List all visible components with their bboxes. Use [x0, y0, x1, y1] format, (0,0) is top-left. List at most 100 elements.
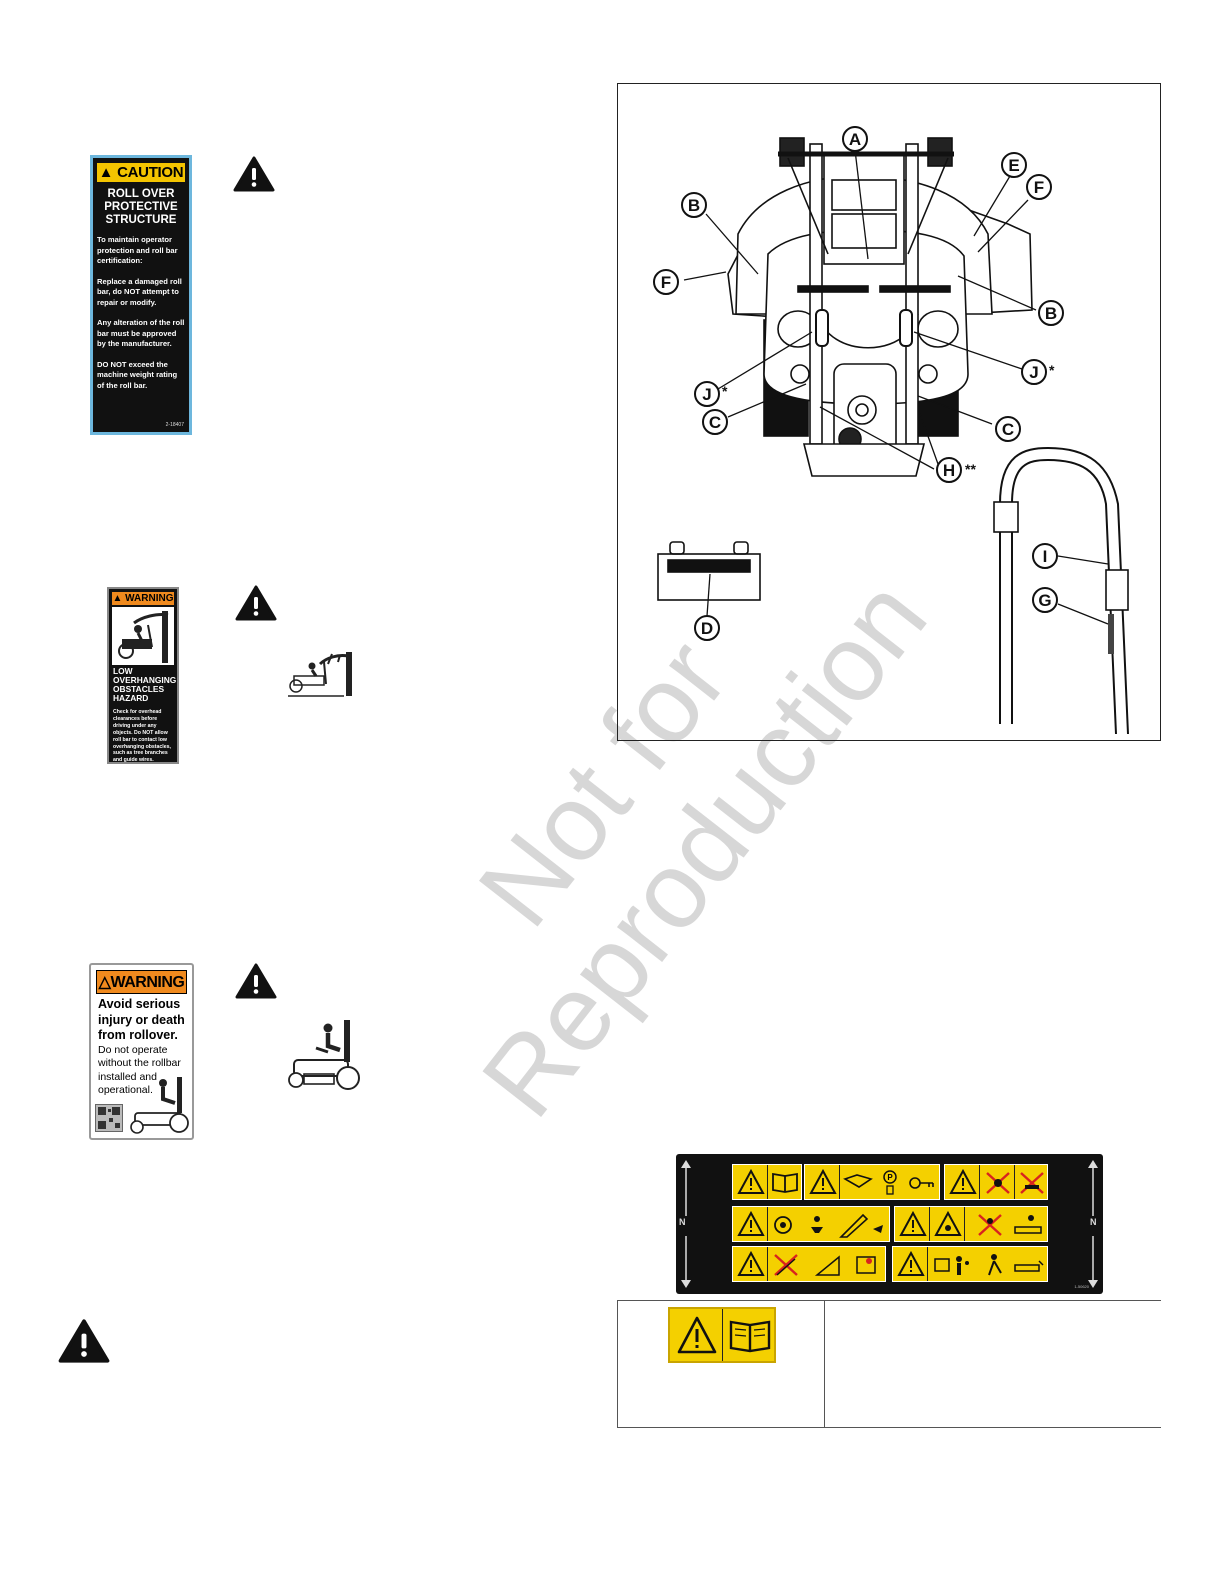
parking-brake-icon: P	[883, 1170, 897, 1195]
decal-panel-bystanders	[892, 1246, 1048, 1282]
rollbar-mower-pictogram	[288, 1020, 360, 1090]
mower-reverse-icon	[1014, 1260, 1044, 1272]
safety-alert-icon	[737, 1169, 765, 1194]
caution-paragraph: Replace a damaged roll bar, do NOT attem…	[97, 276, 182, 307]
qr-code-icon	[95, 1104, 123, 1132]
svg-text:P: P	[887, 1173, 893, 1182]
safety-decal-sheet: N N P	[676, 1154, 1103, 1294]
safety-alert-icon	[897, 1251, 925, 1276]
warning-decal-low-overhanging-obstacles: ▲ WARNING LOW OVERHANGING OBSTACLES HAZA…	[107, 587, 179, 764]
caution-paragraph: DO NOT exceed the machine weight rating …	[97, 359, 178, 390]
warning-header: ▲ WARNING	[112, 592, 174, 605]
warning-bold-text: Avoid serious injury or death from rollo…	[98, 997, 185, 1042]
warning-signal-word: WARNING	[110, 974, 185, 991]
no-riders-icon	[986, 1172, 1010, 1194]
overhanging-branch-pictogram	[288, 652, 352, 697]
safety-alert-icon	[737, 1251, 765, 1276]
mower-slope-icon	[839, 1213, 883, 1238]
warning-decal-rollover: △WARNING Avoid serious injury or death f…	[89, 963, 194, 1140]
caution-title: ROLL OVER PROTECTIVE STRUCTURE	[93, 188, 189, 227]
callout-label: I	[1043, 547, 1048, 566]
footnote-mark: **	[965, 461, 976, 477]
callout-label: A	[849, 130, 861, 149]
callout-label: F	[661, 273, 671, 292]
callout-label: H	[943, 461, 955, 480]
manual-book-icon	[772, 1172, 798, 1193]
caution-paragraph: To maintain operator protection and roll…	[97, 235, 178, 265]
person-hazard-icon	[988, 1254, 1002, 1276]
no-steep-slope-icon	[774, 1254, 798, 1276]
decal-panel-rollover	[732, 1246, 886, 1282]
callout-label: J	[1029, 363, 1038, 382]
warning-signal-word: WARNING	[125, 593, 174, 604]
warning-body: Check for overhead clearances before dri…	[113, 709, 171, 764]
decal-panel-read-manual	[732, 1164, 802, 1200]
warning-title: LOW OVERHANGING OBSTACLES HAZARD	[109, 667, 177, 703]
decal-code: 1-50620	[1074, 1284, 1089, 1289]
side-arrow-icon	[1088, 1160, 1098, 1288]
caution-decal-roll-over-structure: ▲ CAUTION ROLL OVER PROTECTIVE STRUCTURE…	[90, 155, 192, 435]
side-arrow-icon	[681, 1160, 691, 1288]
warning-title-line: OBSTACLES	[113, 684, 165, 694]
warning-body: Do not operate without the rollbar insta…	[98, 1043, 181, 1097]
safety-alert-icon	[233, 156, 275, 192]
overhanging-obstacle-pictogram	[112, 607, 174, 665]
mower-rear-icon	[1014, 1215, 1042, 1234]
manual-book-icon	[729, 1320, 771, 1353]
safety-alert-icon	[809, 1169, 837, 1194]
warning-triangle-icon: ▲	[112, 593, 123, 604]
slope-angle-icon	[814, 1255, 840, 1276]
caution-body: To maintain operator protection and roll…	[93, 235, 189, 391]
decal-description-table	[617, 1300, 1161, 1428]
caution-title-line: PROTECTIVE	[104, 201, 178, 213]
key-removal-icon	[909, 1177, 934, 1189]
safety-alert-icon	[677, 1316, 717, 1354]
callout-label: J	[702, 385, 711, 404]
no-bystanders-icon	[978, 1214, 1002, 1236]
operator-icon	[811, 1216, 823, 1233]
callout-label: B	[1045, 304, 1057, 323]
safety-alert-icon	[899, 1211, 927, 1236]
callout-label: F	[1034, 178, 1044, 197]
decal-panel-parking-key: P	[804, 1164, 940, 1200]
callout-label: G	[1038, 591, 1051, 610]
blade-icon	[774, 1216, 792, 1234]
callout-label: C	[1002, 420, 1014, 439]
callout-label: E	[1008, 156, 1019, 175]
mower-top-view-diagram: A B B C C D E F F G H I J J * * **	[653, 126, 1129, 735]
no-passenger-icon	[1020, 1172, 1044, 1194]
side-letter: N	[1090, 1217, 1097, 1227]
warning-title-line: OVERHANGING	[113, 675, 177, 685]
side-letter: N	[679, 1217, 686, 1227]
warning-title-line: LOW	[113, 666, 133, 676]
decal-panel-thrown-objects	[894, 1206, 1048, 1242]
caution-paragraph: Any alteration of the roll bar must be a…	[97, 318, 185, 348]
safety-alert-icon	[235, 585, 277, 621]
caution-signal-word: CAUTION	[117, 164, 184, 181]
footnote-mark: *	[722, 383, 728, 399]
mower-under-branch-icon	[118, 611, 169, 663]
footnote-mark: *	[1049, 362, 1055, 378]
callout-label: B	[688, 196, 700, 215]
warning-title-line: HAZARD	[113, 693, 149, 703]
callout-label: C	[709, 413, 721, 432]
warning-header: △WARNING	[96, 970, 187, 994]
caution-title-line: STRUCTURE	[105, 214, 177, 226]
decal-panel-no-riders	[944, 1164, 1048, 1200]
table-column-divider	[824, 1301, 825, 1427]
keep-people-away-icon	[934, 1256, 969, 1275]
tip-over-icon	[856, 1256, 876, 1274]
thrown-object-warning-icon	[934, 1211, 962, 1236]
callout-label: D	[701, 619, 713, 638]
safety-alert-icon	[58, 1319, 110, 1363]
safety-alert-icon	[235, 963, 277, 999]
warning-triangle-icon: △	[98, 974, 111, 991]
caution-header: ▲ CAUTION	[97, 163, 185, 182]
safety-alert-icon	[949, 1169, 977, 1194]
caution-title-line: ROLL OVER	[107, 188, 175, 200]
decal-panel-slope-hazard	[732, 1206, 890, 1242]
read-manual-decal	[668, 1307, 776, 1363]
safety-alert-icon	[737, 1211, 765, 1236]
mower-with-rollbar-icon	[130, 1077, 189, 1134]
manual-open-icon	[843, 1174, 873, 1188]
